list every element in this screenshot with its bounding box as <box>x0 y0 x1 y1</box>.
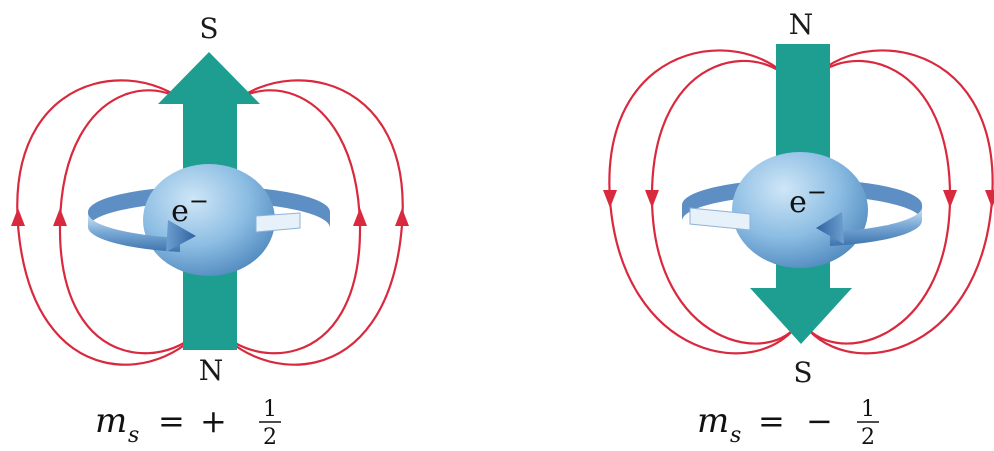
left-eq-sign: + <box>200 402 227 440</box>
right-field-arrowheads <box>603 190 994 208</box>
left-spin-ring-back <box>88 186 330 228</box>
left-spin-quantum-number: m s = + 1 2 <box>95 397 281 450</box>
right-eq-denominator: 2 <box>861 425 875 450</box>
right-eq-sub: s <box>730 423 741 448</box>
left-eq-var: m <box>95 401 127 441</box>
left-spin-ring-front-left <box>87 212 180 252</box>
left-electron-sphere <box>143 164 275 276</box>
right-eq-sign: − <box>806 402 833 440</box>
left-bottom-pole-label: N <box>199 354 224 387</box>
right-eq-var: m <box>697 401 729 441</box>
right-spin-panel: e− N S m s = − 1 2 <box>603 8 994 450</box>
left-eq-op: = <box>158 402 185 440</box>
right-spin-ring-tail <box>689 207 751 231</box>
left-top-pole-label: S <box>199 12 218 45</box>
right-spin-quantum-number: m s = − 1 2 <box>697 397 879 450</box>
right-spin-direction-arrowhead <box>816 212 844 244</box>
left-spin-ring-tail <box>255 212 301 233</box>
right-top-pole-label: N <box>789 8 814 41</box>
left-field-arrowheads <box>11 208 409 226</box>
right-electron-label: e− <box>789 178 827 220</box>
right-eq-op: = <box>758 402 785 440</box>
right-eq-numerator: 1 <box>861 397 875 422</box>
right-bottom-pole-label: S <box>793 356 812 389</box>
left-eq-numerator: 1 <box>263 397 277 422</box>
left-spin-direction-arrowhead <box>166 220 196 252</box>
left-spin-panel: e− S N m s = + 1 2 <box>11 12 409 450</box>
left-eq-sub: s <box>128 423 139 448</box>
left-electron-label: e− <box>171 187 209 229</box>
right-spin-ring-front-right <box>830 205 923 246</box>
left-eq-denominator: 2 <box>263 425 277 450</box>
